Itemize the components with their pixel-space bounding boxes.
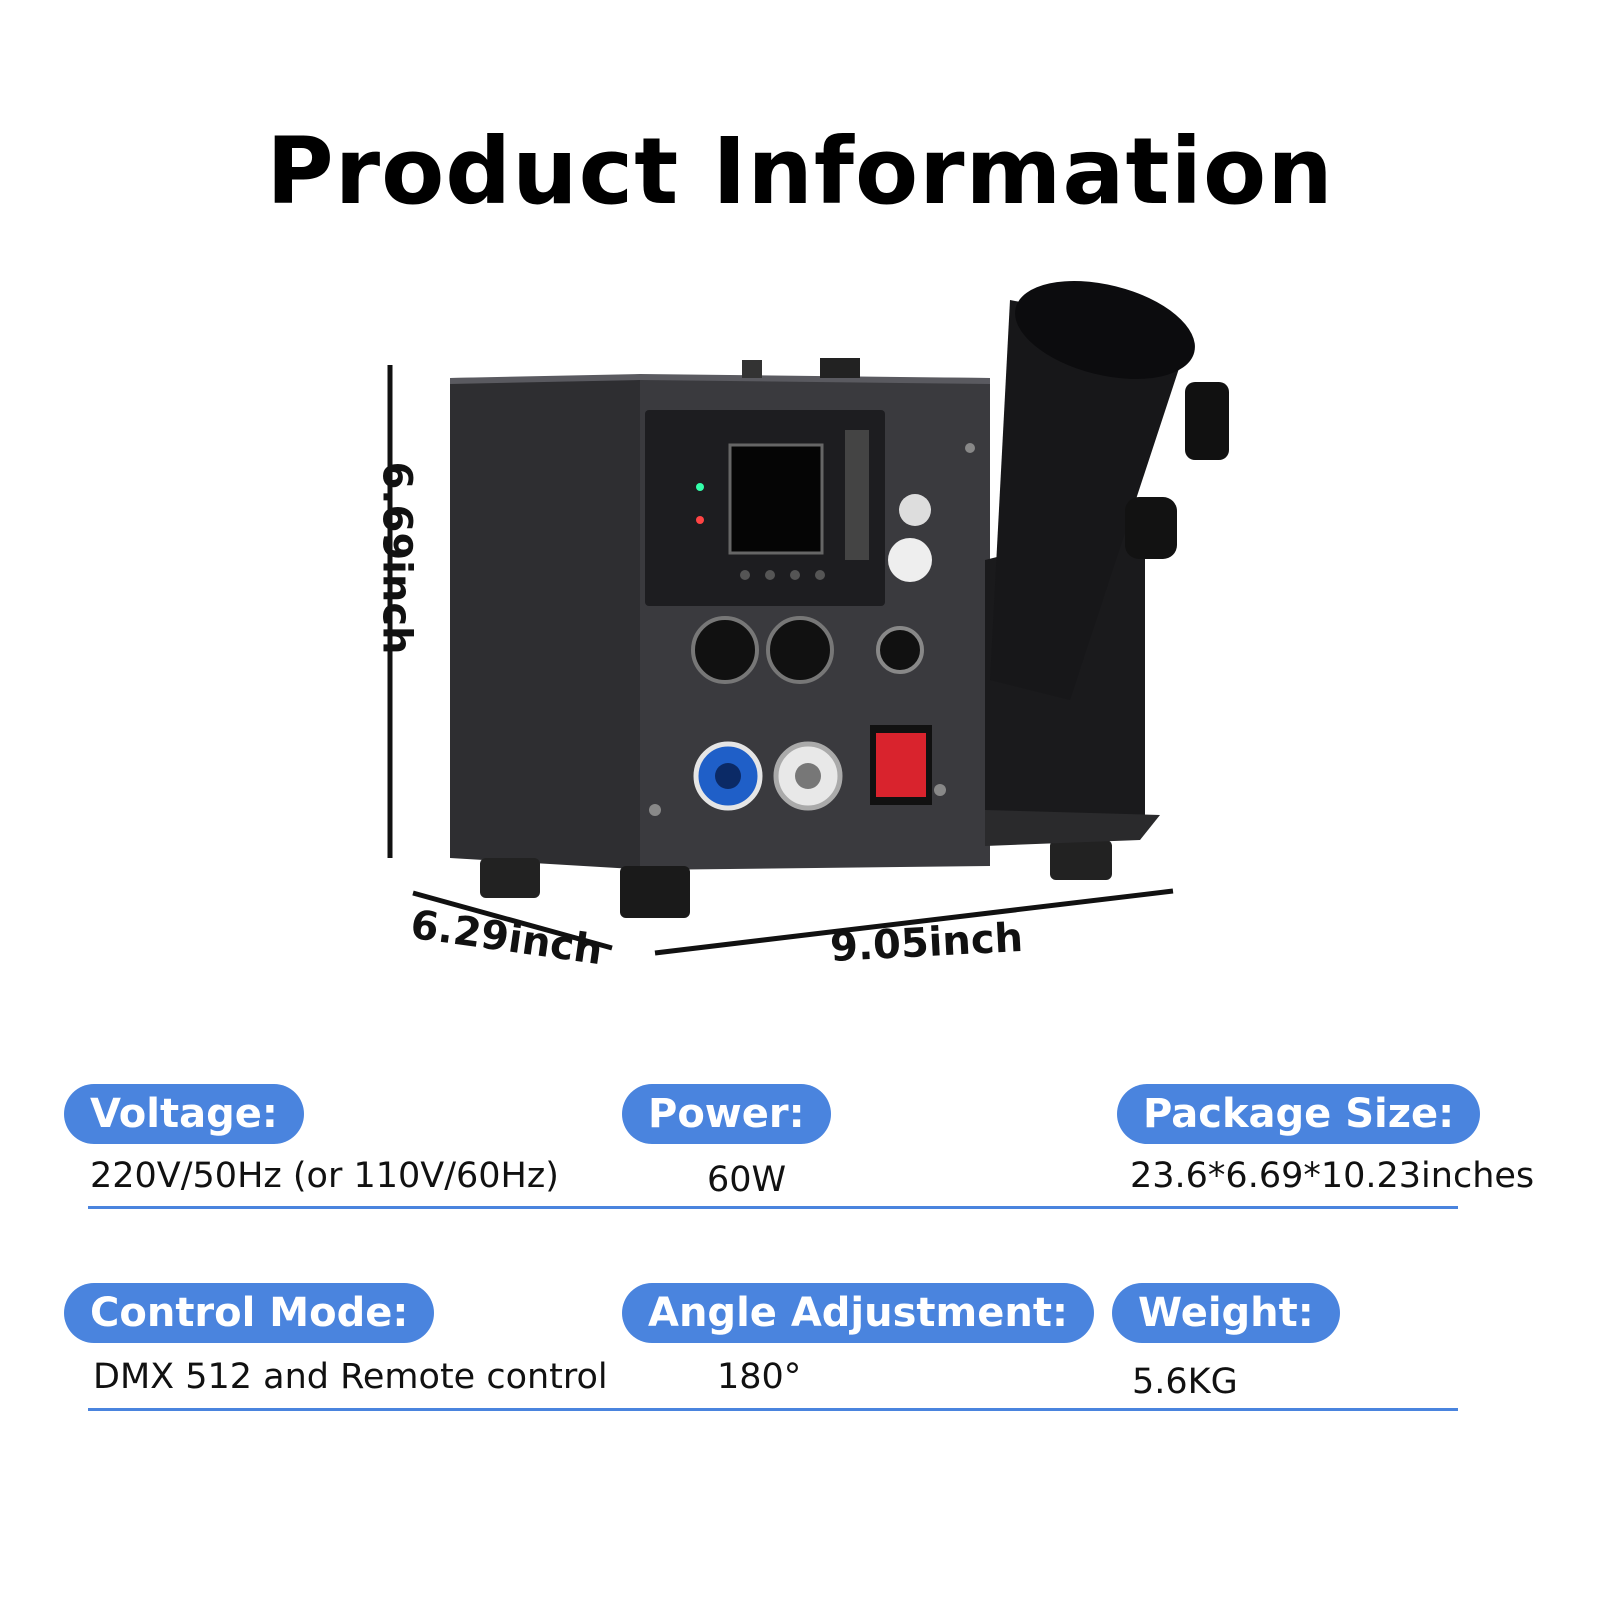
weight-value: 5.6KG (1132, 1362, 1238, 1402)
package-size-value: 23.6*6.69*10.23inches (1130, 1156, 1535, 1196)
page-title: Product Information (266, 118, 1334, 225)
control-mode-value: DMX 512 and Remote control (93, 1357, 608, 1397)
angle-adjustment-value: 180° (717, 1357, 802, 1397)
product-image (387, 280, 1229, 956)
control-mode-tag: Control Mode: (64, 1283, 435, 1343)
weight-tag: Weight: (1112, 1283, 1340, 1343)
power-value: 60W (707, 1160, 787, 1200)
power-tag: Power: (622, 1084, 831, 1144)
row-divider (88, 1206, 1458, 1209)
voltage-tag: Voltage: (64, 1084, 304, 1144)
row-divider (88, 1408, 1458, 1411)
angle-adjustment-tag: Angle Adjustment: (622, 1283, 1094, 1343)
package-size-tag: Package Size: (1117, 1084, 1481, 1144)
voltage-value: 220V/50Hz (or 110V/60Hz) (90, 1156, 559, 1196)
